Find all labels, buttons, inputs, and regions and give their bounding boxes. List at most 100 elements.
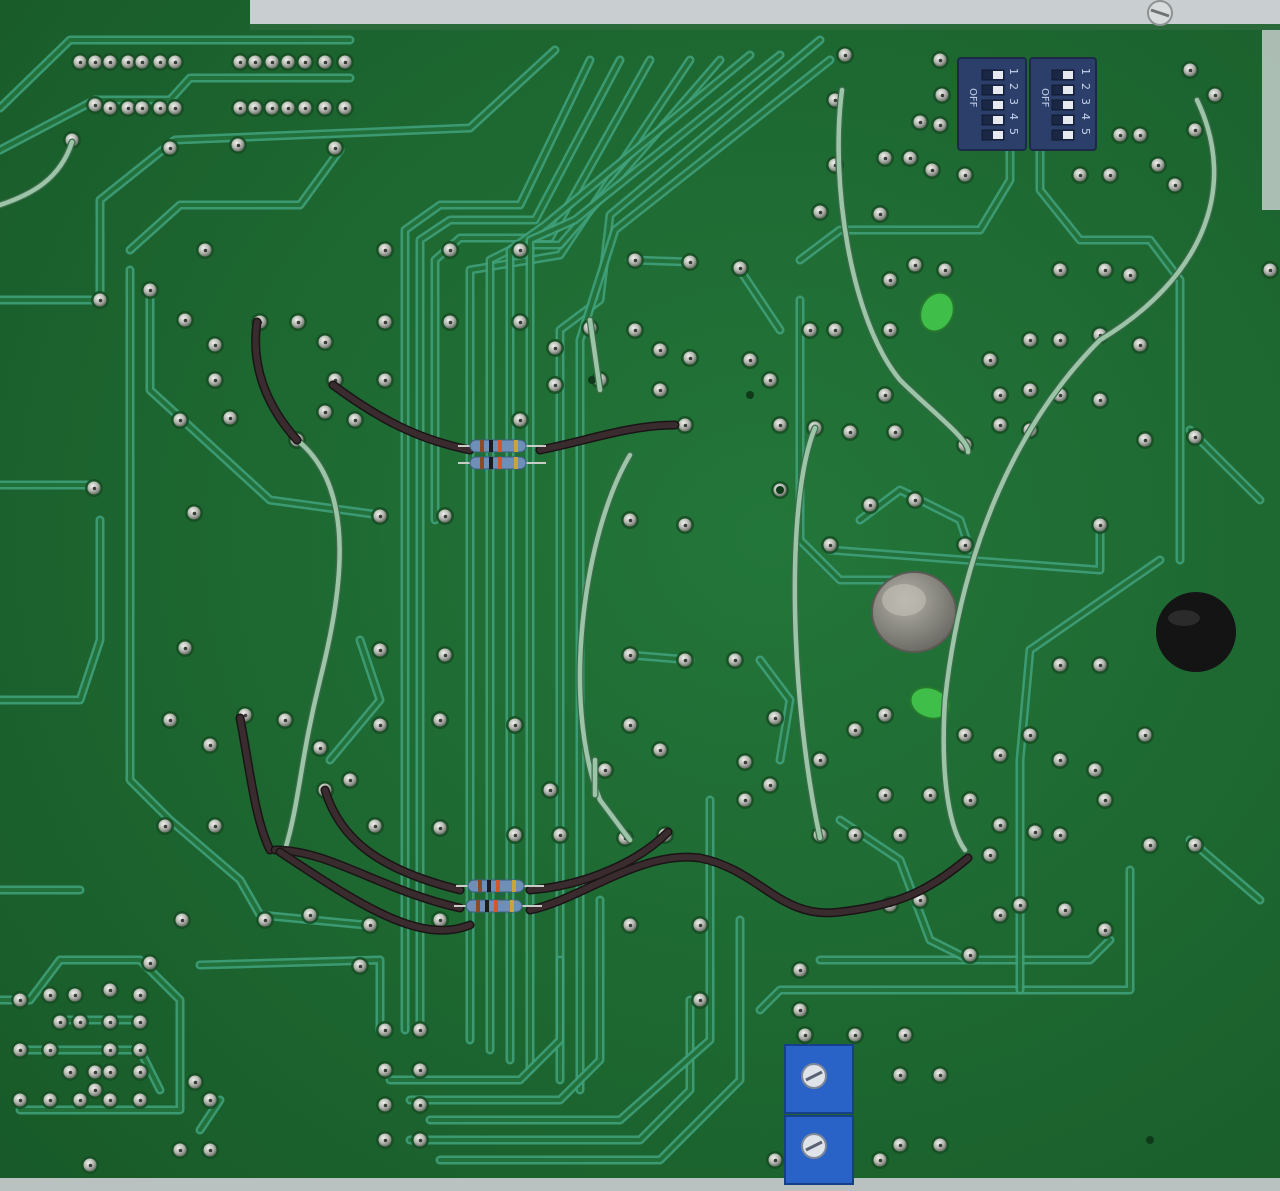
trace-inner <box>1038 138 1182 562</box>
dip-switch-1-numbers: 12345 <box>1007 68 1020 135</box>
pad-hole <box>853 833 858 838</box>
pad-hole <box>263 918 268 923</box>
pad-hole <box>286 60 291 65</box>
pad-hole <box>998 393 1003 398</box>
pad-hole <box>928 793 933 798</box>
pad-hole <box>738 266 743 271</box>
pad-hole <box>1188 68 1193 73</box>
pad-hole <box>158 106 163 111</box>
pad-hole <box>73 993 78 998</box>
trace-inner <box>0 518 102 702</box>
pad-hole <box>1138 133 1143 138</box>
pad-hole <box>768 378 773 383</box>
pad-hole <box>998 913 1003 918</box>
pad-hole <box>140 106 145 111</box>
pad-hole <box>1058 393 1063 398</box>
pad-hole <box>343 60 348 65</box>
pad-hole <box>138 993 143 998</box>
pad-hole <box>348 778 353 783</box>
pad-hole <box>238 60 243 65</box>
pad-hole <box>213 378 218 383</box>
resistor-band <box>512 880 516 892</box>
pad-hole <box>178 1148 183 1153</box>
pad-hole <box>553 383 558 388</box>
black-jumper-wire <box>252 319 300 443</box>
trace-inner <box>528 53 782 1072</box>
pad-hole <box>418 1028 423 1033</box>
pad-hole <box>192 511 197 516</box>
pad-hole <box>1138 343 1143 348</box>
pad-hole <box>303 60 308 65</box>
trace-inner <box>828 518 1102 572</box>
black-jumper-wire <box>322 787 463 893</box>
resistor-band <box>498 457 502 469</box>
black-jumper-wire <box>527 829 671 893</box>
green-jumper-wire <box>0 139 75 208</box>
pad-hole <box>1093 768 1098 773</box>
pad-hole <box>78 1098 83 1103</box>
pad-hole <box>658 388 663 393</box>
pad-hole <box>378 723 383 728</box>
pad-hole <box>1058 833 1063 838</box>
pad-hole <box>513 833 518 838</box>
pad-hole <box>658 748 663 753</box>
pad-hole <box>893 430 898 435</box>
pad-hole <box>358 964 363 969</box>
pad-hole <box>883 793 888 798</box>
pad-hole <box>883 713 888 718</box>
pad-hole <box>126 106 131 111</box>
pad-hole <box>236 143 241 148</box>
pad-hole <box>988 358 993 363</box>
pad-hole <box>418 1103 423 1108</box>
board-frame-shadow <box>250 24 1280 30</box>
pad-hole <box>1143 438 1148 443</box>
dip-switch-number: 4 <box>1007 113 1020 120</box>
pad-hole <box>733 658 738 663</box>
trace-inner <box>0 38 352 110</box>
pad-hole <box>1118 133 1123 138</box>
pad-hole <box>798 1008 803 1013</box>
pad-hole <box>438 826 443 831</box>
solder-pads <box>11 46 1279 1174</box>
dip-switch-number: 3 <box>1007 98 1020 105</box>
pad-hole <box>1063 908 1068 913</box>
pad-hole <box>138 1098 143 1103</box>
resistor-band <box>489 440 493 452</box>
pad-hole <box>92 486 97 491</box>
resistors <box>454 439 546 913</box>
pad-hole <box>938 123 943 128</box>
trace-inner <box>798 138 1012 262</box>
pad-hole <box>438 918 443 923</box>
resistor-band <box>514 457 518 469</box>
pad-hole <box>918 898 923 903</box>
trace-inner <box>428 798 712 1122</box>
pad-hole <box>898 1073 903 1078</box>
trace-inner <box>818 938 1112 962</box>
pad-hole <box>1143 733 1148 738</box>
pad-hole <box>1098 663 1103 668</box>
dip-lever <box>1063 116 1073 124</box>
pad-hole <box>138 1048 143 1053</box>
trace-inner <box>798 298 902 582</box>
pad-hole <box>148 288 153 293</box>
buzzer <box>871 571 957 653</box>
pad-hole <box>773 716 778 721</box>
pad-hole <box>18 1048 23 1053</box>
pad-hole <box>963 543 968 548</box>
pad-hole <box>126 60 131 65</box>
pad-hole <box>898 1143 903 1148</box>
pad-hole <box>883 393 888 398</box>
pad-hole <box>323 106 328 111</box>
pad-hole <box>323 60 328 65</box>
dip-switch-2-numbers: 12345 <box>1079 68 1092 135</box>
pad-hole <box>208 1148 213 1153</box>
pad-hole <box>228 416 233 421</box>
pad-hole <box>963 733 968 738</box>
dip-switch-2: 12345 OFF <box>1029 57 1097 151</box>
dip-switch-number: 3 <box>1079 98 1092 105</box>
pad-hole <box>968 798 973 803</box>
pad-hole <box>633 258 638 263</box>
pad-hole <box>908 156 913 161</box>
pad-hole <box>438 718 443 723</box>
